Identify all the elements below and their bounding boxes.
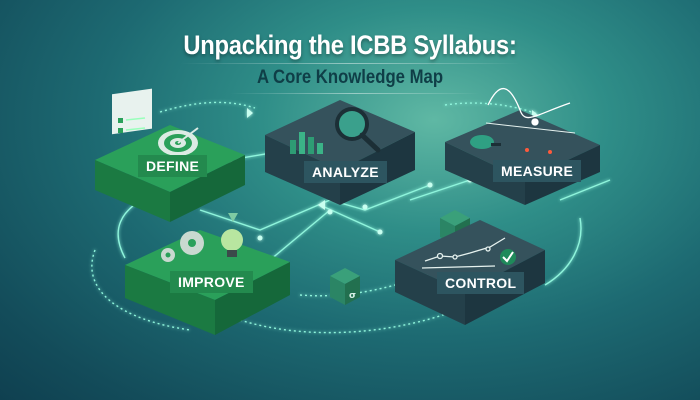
checkmark-icon	[500, 249, 516, 265]
improve-label: IMPROVE	[170, 271, 253, 293]
checklist-icon	[112, 88, 152, 135]
control-label: CONTROL	[437, 272, 525, 294]
subtitle: A Core Knowledge Map	[256, 67, 444, 88]
line-graph-icon	[485, 87, 576, 134]
bar-chart-icon	[290, 132, 323, 154]
define-label: DEFINE	[138, 155, 208, 177]
measure-block[interactable]	[445, 87, 600, 205]
svg-text:σ: σ	[349, 291, 356, 301]
analyze-label: ANALYZE	[304, 161, 387, 183]
lightbulb-icon	[221, 229, 243, 257]
small-cube: σ	[330, 268, 360, 305]
diamond-marker-icon	[228, 213, 238, 222]
magnifier-icon	[335, 107, 381, 153]
main-title: Unpacking the ICBB Syllabus:	[183, 30, 517, 60]
target-icon	[158, 127, 199, 156]
gauge-icon	[470, 135, 501, 149]
subtitle-divider	[230, 93, 480, 94]
measure-label: MEASURE	[493, 160, 582, 182]
indicator-light	[525, 148, 529, 152]
analyze-block[interactable]	[265, 100, 415, 205]
trend-chart-icon	[421, 237, 506, 269]
title-divider	[180, 63, 520, 64]
gear-icon	[161, 231, 204, 262]
indicator-light	[548, 150, 552, 154]
